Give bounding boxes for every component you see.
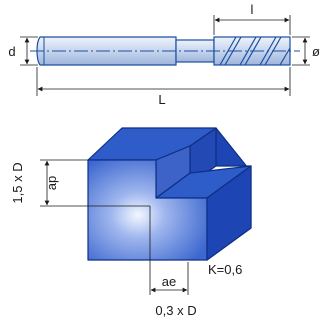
cutting-diameter-label: ø <box>312 44 320 59</box>
shank-diameter-label: d <box>8 44 15 59</box>
end-mill-tool <box>30 36 300 66</box>
axial-depth-label: ap <box>44 176 59 190</box>
workpiece-block <box>87 127 252 261</box>
axial-depth-value: 1,5 x D <box>10 162 25 203</box>
radial-depth-label: ae <box>162 274 176 289</box>
dimension-overall-length: L <box>36 67 291 107</box>
dimension-cutting-diameter: ø <box>292 36 320 66</box>
k-factor-label: K=0,6 <box>208 262 242 277</box>
radial-depth-value: 0,3 x D <box>155 303 196 318</box>
overall-length-label: L <box>158 92 165 107</box>
dimension-axial-depth: ap 1,5 x D <box>10 159 150 207</box>
dimension-shank-diameter: d <box>8 36 38 66</box>
dimension-cutting-length: l <box>213 2 291 35</box>
cutting-length-label: l <box>251 2 254 17</box>
dimension-radial-depth: ae 0,3 x D <box>149 206 197 318</box>
